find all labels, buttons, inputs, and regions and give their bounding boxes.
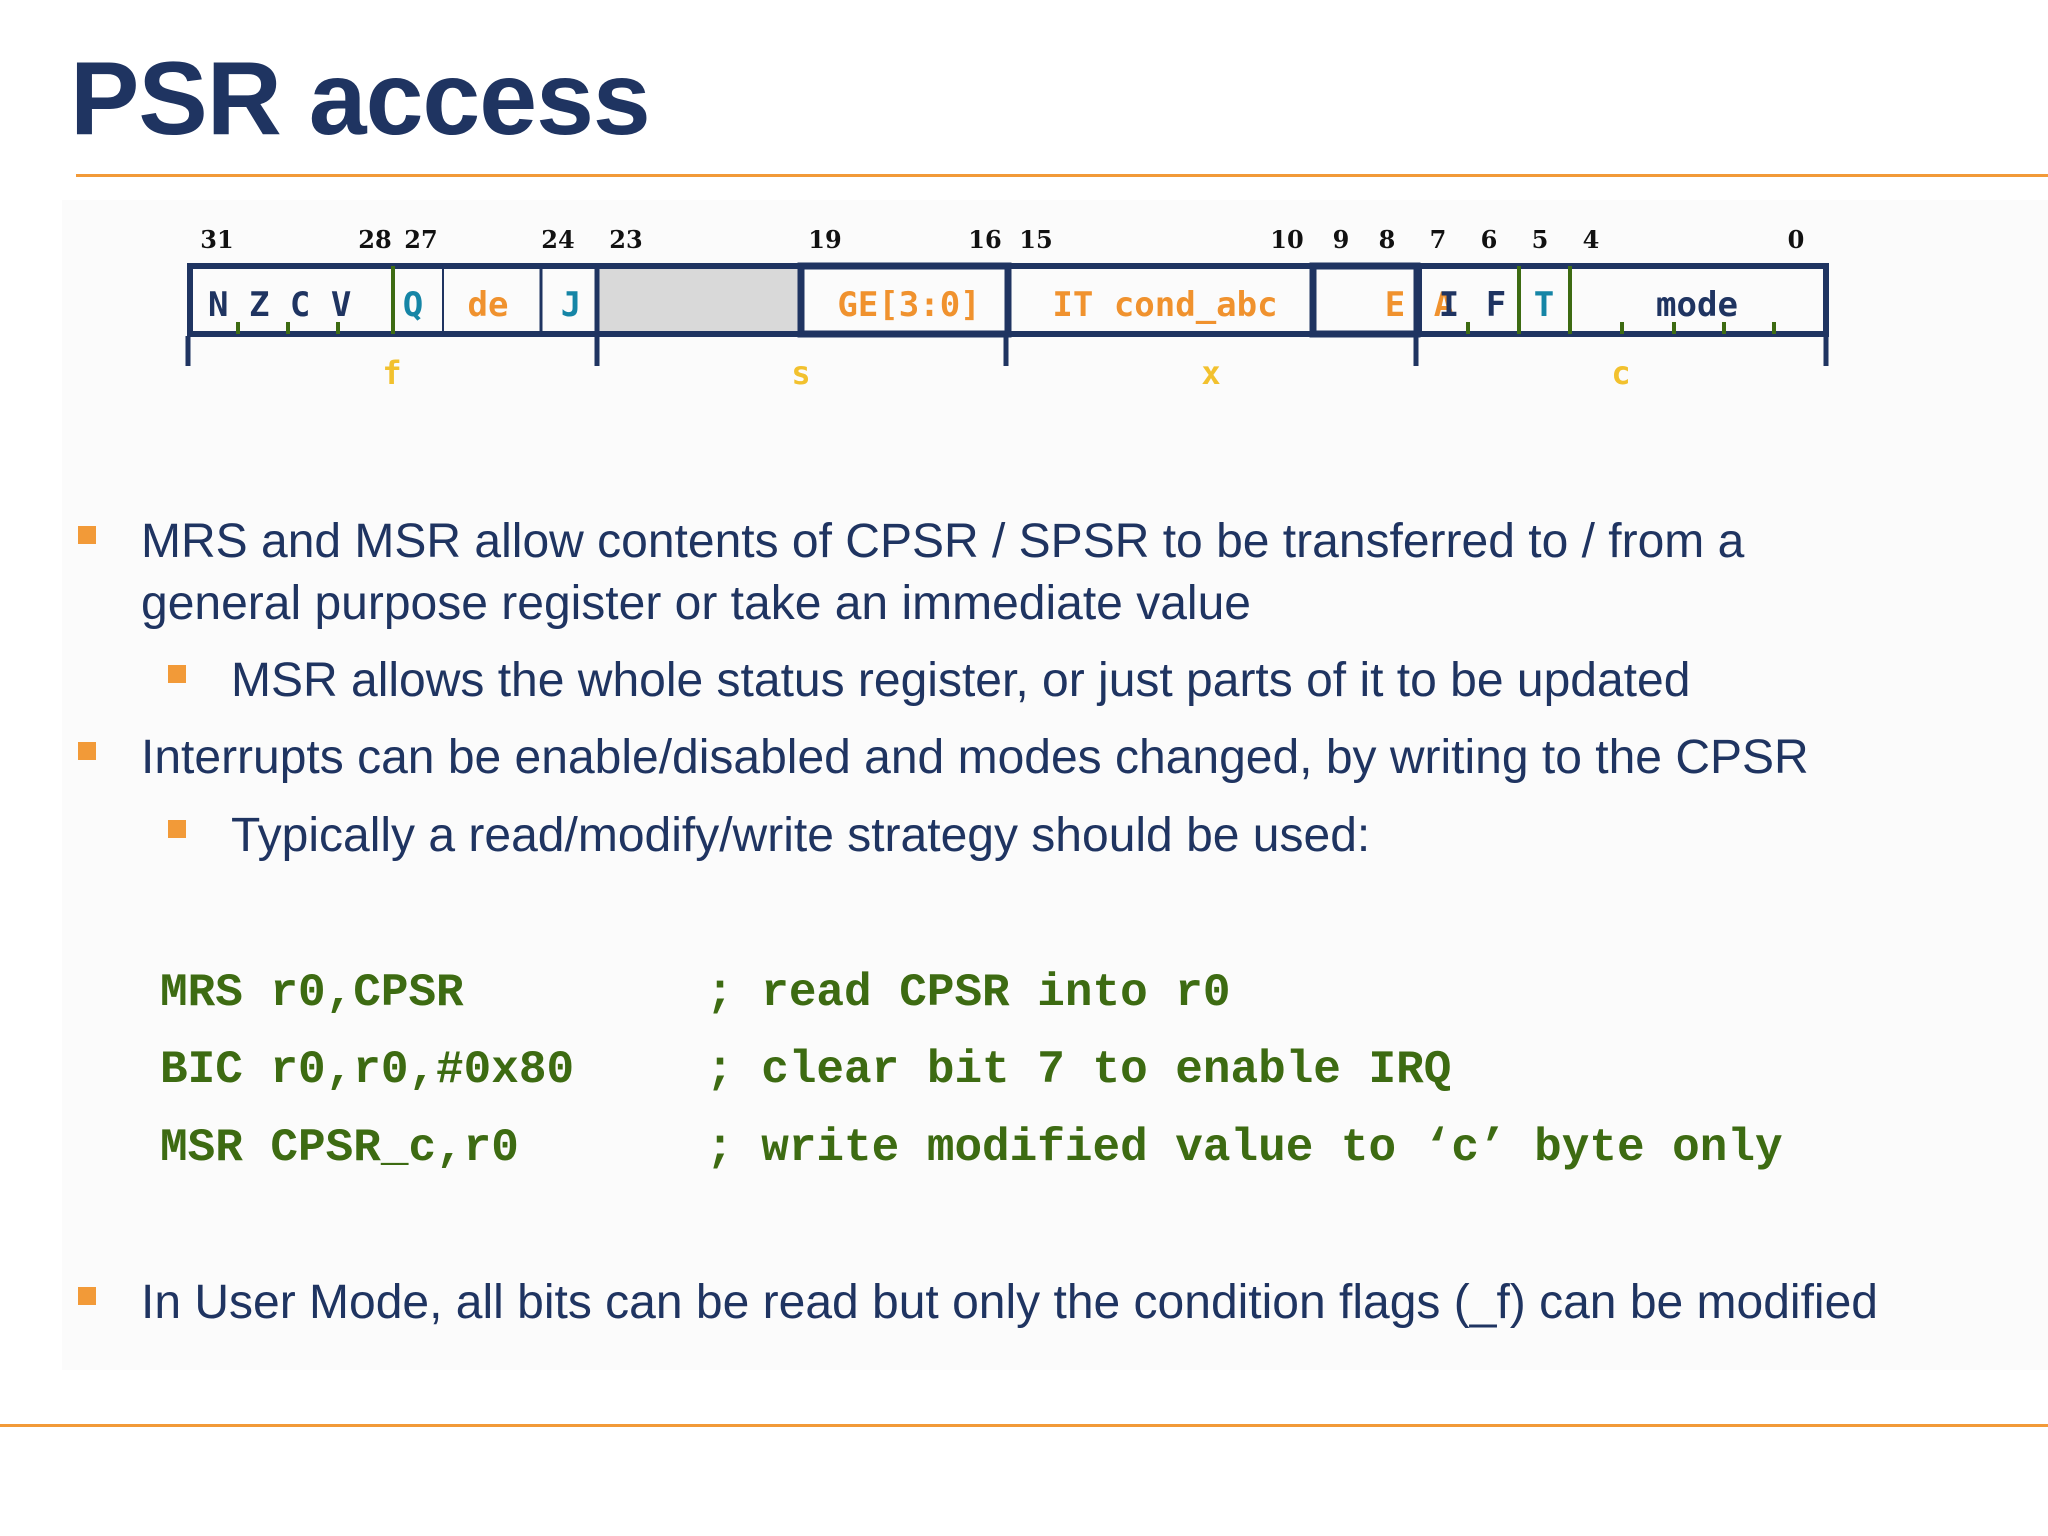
bit-number-8: 8 bbox=[1379, 225, 1396, 254]
bit-number-16: 16 bbox=[968, 225, 1001, 254]
final-bullet: In User Mode, all bits can be read but o… bbox=[141, 1276, 1878, 1329]
field-f: F bbox=[1486, 285, 1506, 325]
psr-register-diagram: 31 28 27 24 23 19 16 15 10 9 8 7 6 5 4 0 bbox=[185, 225, 1829, 392]
field-a: A bbox=[1434, 285, 1454, 325]
bit-number-31: 31 bbox=[200, 225, 233, 254]
bit-number-24: 24 bbox=[541, 225, 574, 254]
bullet-1-line-1: MRS and MSR allow contents of CPSR / SPS… bbox=[141, 515, 1745, 568]
bit-number-28: 28 bbox=[358, 225, 391, 254]
code-instruction-3: MSR CPSR_c,r0 bbox=[160, 1122, 519, 1174]
field-i: I bbox=[1439, 285, 1459, 325]
bullet-marker bbox=[168, 820, 186, 838]
bullet-1-line-2: general purpose register or take an imme… bbox=[141, 577, 1251, 630]
field-nzcv: N Z C V bbox=[208, 285, 351, 325]
bit-number-19: 19 bbox=[808, 225, 841, 254]
bit-ticks bbox=[236, 322, 1776, 334]
bullet-2: MSR allows the whole status register, or… bbox=[231, 654, 1691, 707]
bullet-3: Interrupts can be enable/disabled and mo… bbox=[141, 731, 1809, 784]
field-mode: mode bbox=[1656, 285, 1738, 325]
title-divider bbox=[76, 174, 2048, 177]
bullet-marker bbox=[78, 742, 96, 760]
ge-group-outline bbox=[797, 262, 1012, 338]
e-group-outline bbox=[1309, 262, 1421, 338]
bit-number-0: 0 bbox=[1788, 225, 1805, 254]
code-comment-1: ; read CPSR into r0 bbox=[706, 967, 1231, 1019]
bullet-marker bbox=[168, 665, 186, 683]
reserved-region bbox=[597, 266, 801, 334]
field-it-cond-abc: IT cond_abc bbox=[1052, 285, 1277, 325]
field-ge: GE[3:0] bbox=[837, 285, 980, 325]
code-instruction-2: BIC r0,r0,#0x80 bbox=[160, 1044, 575, 1096]
field-e: E bbox=[1385, 285, 1405, 325]
footer-divider bbox=[0, 1424, 2048, 1427]
bit-number-10: 10 bbox=[1270, 225, 1303, 254]
field-j: J bbox=[561, 285, 581, 325]
bit-number-27: 27 bbox=[404, 225, 437, 254]
slide-title: PSR access bbox=[70, 41, 651, 157]
field-de: de bbox=[468, 285, 509, 325]
code-instruction-1: MRS r0,CPSR bbox=[160, 967, 464, 1019]
bit-number-9: 9 bbox=[1333, 225, 1350, 254]
bullet-4: Typically a read/modify/write strategy s… bbox=[231, 809, 1371, 862]
byte-label-c: c bbox=[1611, 354, 1630, 392]
bit-number-23: 23 bbox=[609, 225, 642, 254]
byte-label-f: f bbox=[382, 354, 401, 392]
bit-number-15: 15 bbox=[1019, 225, 1052, 254]
bit-number-4: 4 bbox=[1583, 225, 1600, 254]
bit-number-6: 6 bbox=[1481, 225, 1498, 254]
byte-label-x: x bbox=[1201, 354, 1220, 392]
bullet-marker bbox=[78, 1287, 96, 1305]
byte-label-s: s bbox=[791, 354, 810, 392]
bit-number-5: 5 bbox=[1532, 225, 1549, 254]
byte-group-bracket bbox=[185, 336, 1829, 366]
field-q: Q bbox=[403, 285, 423, 325]
bullet-marker bbox=[78, 526, 96, 544]
code-comment-2: ; clear bit 7 to enable IRQ bbox=[706, 1044, 1452, 1096]
field-t: T bbox=[1534, 285, 1554, 325]
content-area bbox=[62, 200, 2048, 1370]
code-comment-3: ; write modified value to ‘c’ byte only bbox=[706, 1122, 1783, 1174]
bit-number-7: 7 bbox=[1430, 225, 1447, 254]
